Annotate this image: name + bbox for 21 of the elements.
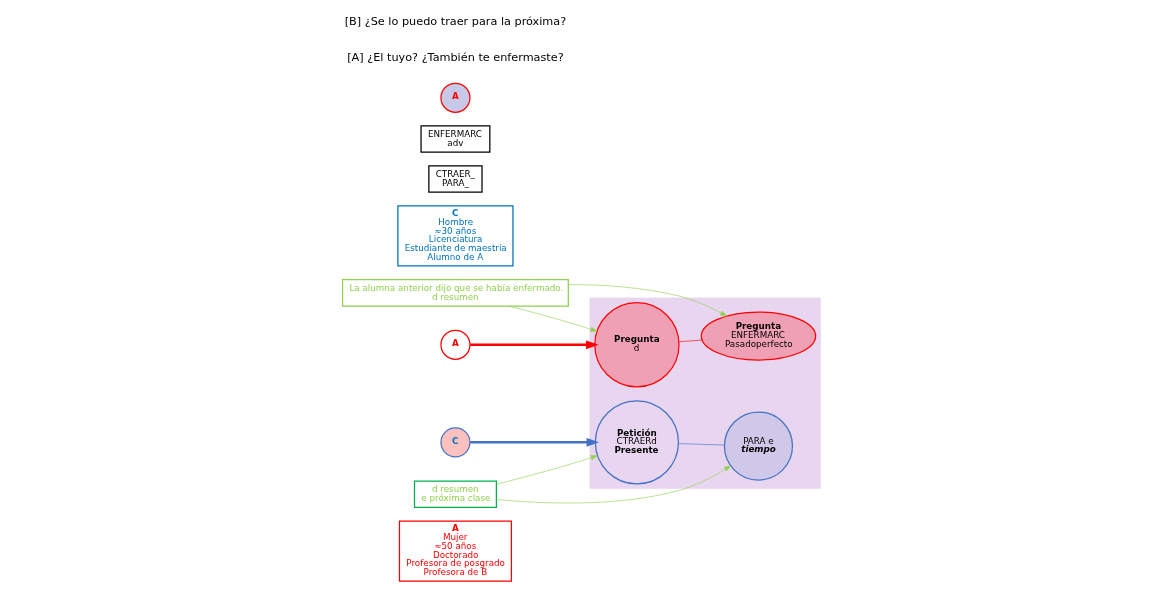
arrow <box>508 305 598 332</box>
node-circle: A <box>440 329 471 360</box>
arrow <box>470 340 599 350</box>
arrow <box>470 437 600 447</box>
node-box: A Mujer ≈50 años Doctorado Profesora de posgrado Profesora de B <box>398 520 513 582</box>
node-circle: C <box>440 427 471 458</box>
node-circle: A <box>440 82 471 113</box>
node-box: ENFERMARC adv <box>420 125 491 153</box>
node-box: La alumna anterior dijo que se había enfermado. d resumen <box>341 279 569 307</box>
node-circle: Petición CTRAERd Presente <box>594 400 680 485</box>
label: [B] ¿Se lo puedo traer para la próxima? <box>344 14 567 28</box>
node-box: C Hombre ≈30 años Licenciatura Estudiante de maestría Alumno de A <box>397 205 514 267</box>
node-circle: Pregunta d <box>594 302 680 388</box>
connector <box>678 339 703 343</box>
connector <box>678 443 725 446</box>
arrow <box>568 284 727 317</box>
label: [A] ¿El tuyo? ¿También te enfermaste? <box>347 51 564 65</box>
node-box: d resumen e próxima clase <box>413 480 498 508</box>
node-box: CTRAER_ PARA_ <box>428 165 483 193</box>
arrow <box>496 465 731 504</box>
arrow <box>496 455 598 485</box>
